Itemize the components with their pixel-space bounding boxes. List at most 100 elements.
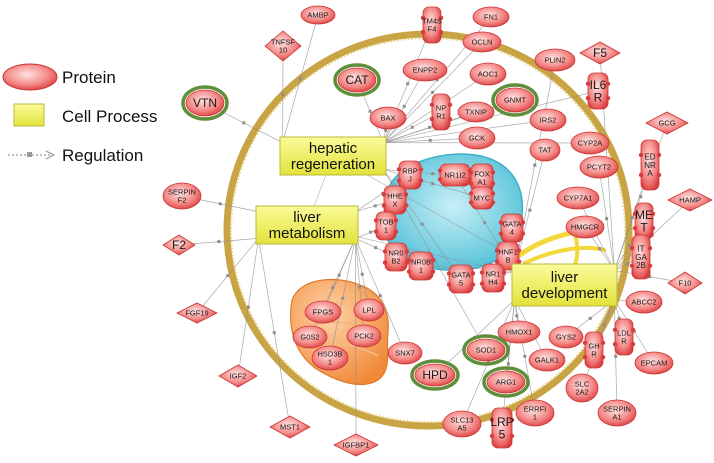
- protein-node-enpp2[interactable]: ENPP2: [402, 58, 448, 82]
- regulation-edge-dot: [598, 247, 602, 251]
- protein-shape: [300, 5, 336, 25]
- protein-node-gcg[interactable]: GCG: [645, 111, 689, 135]
- protein-node-igfbp1[interactable]: IGFBP1: [333, 433, 379, 457]
- protein-node-fn1[interactable]: FN1: [472, 6, 510, 28]
- regulation-edge-dot: [523, 354, 527, 358]
- protein-node-nr1i2[interactable]: NR1I2: [437, 163, 473, 187]
- protein-node-pck2[interactable]: PCK2: [346, 324, 382, 348]
- protein-shape: [491, 407, 513, 449]
- protein-node-aoc1[interactable]: AOC1: [469, 62, 507, 86]
- protein-node-cyp2a[interactable]: CYP2A: [570, 131, 610, 155]
- protein-node-txnip[interactable]: TXNIP: [457, 101, 495, 123]
- protein-node-lpl[interactable]: LPL: [353, 298, 385, 322]
- protein-node-myc[interactable]: MYC: [468, 186, 496, 210]
- protein-label: PLIN2: [545, 56, 566, 65]
- protein-node-cyp7a1[interactable]: CYP7A1: [556, 186, 600, 210]
- protein-shape: [402, 58, 448, 82]
- protein-node-vtn[interactable]: VTN: [181, 85, 229, 121]
- protein-node-arg1[interactable]: ARG1: [482, 366, 530, 398]
- protein-node-f5[interactable]: F5: [579, 41, 621, 65]
- protein-node-hpd[interactable]: HPD: [410, 359, 460, 391]
- protein-shape: [597, 399, 637, 427]
- protein-shape: [162, 234, 196, 256]
- protein-node-galk1[interactable]: GALK1: [528, 348, 566, 372]
- protein-label: IRS2: [540, 116, 557, 125]
- protein-node-fpgs[interactable]: FPGS: [304, 300, 342, 324]
- protein-node-hmox1[interactable]: HMOX1: [497, 320, 541, 344]
- protein-node-snx7[interactable]: SNX7: [387, 341, 423, 365]
- protein-shape: [457, 101, 495, 123]
- protein-node-bax[interactable]: BAX: [369, 106, 407, 130]
- protein-node-abcc2[interactable]: ABCC2: [625, 290, 663, 314]
- protein-node-plin2[interactable]: PLIN2: [534, 48, 576, 72]
- protein-shape: [398, 160, 422, 190]
- protein-node-epcam[interactable]: EPCAM: [634, 351, 674, 375]
- protein-node-pcyt2[interactable]: PCYT2: [579, 155, 619, 179]
- protein-label: ARG1: [496, 378, 516, 387]
- protein-node-fgf19[interactable]: FGF19: [176, 302, 218, 324]
- protein-node-hamp[interactable]: HAMP: [667, 188, 713, 212]
- protein-shape: [565, 373, 599, 403]
- protein-node-hmgcr[interactable]: HMGCR: [565, 215, 605, 239]
- regulation-edge-dot: [272, 331, 276, 335]
- protein-shape: [469, 62, 507, 86]
- protein-node-igf2[interactable]: IGF2: [218, 364, 258, 388]
- protein-shape: [442, 410, 482, 438]
- protein-node-cat[interactable]: CAT: [333, 63, 381, 97]
- regulation-edge-dot: [368, 109, 372, 113]
- protein-node-sod1[interactable]: SOD1: [462, 334, 510, 366]
- protein-node-gys2[interactable]: GYS2: [548, 325, 584, 349]
- protein-node-gck[interactable]: GCK: [458, 126, 496, 150]
- protein-node-ocln[interactable]: OCLN: [462, 31, 502, 53]
- protein-shape: [528, 348, 566, 372]
- protein-node-tat[interactable]: TAT: [529, 138, 561, 162]
- regulation-edge-dot: [217, 240, 221, 244]
- regulation-edge-dot: [369, 230, 373, 234]
- regulation-edge-dot: [533, 163, 537, 167]
- protein-shape: [631, 234, 651, 280]
- protein-node-irs2[interactable]: IRS2: [529, 108, 567, 132]
- protein-node-mst1[interactable]: MST1: [269, 415, 311, 439]
- protein-node-g0s2[interactable]: G0S2: [292, 325, 328, 349]
- protein-shape: [570, 131, 610, 155]
- protein-node-f10[interactable]: F10: [667, 271, 703, 295]
- regulation-edge-dot: [626, 262, 630, 266]
- protein-node-gnmt[interactable]: GNMT: [491, 83, 539, 117]
- protein-node-f2[interactable]: F2: [162, 234, 196, 256]
- protein-node-ambp[interactable]: AMBP: [300, 5, 336, 25]
